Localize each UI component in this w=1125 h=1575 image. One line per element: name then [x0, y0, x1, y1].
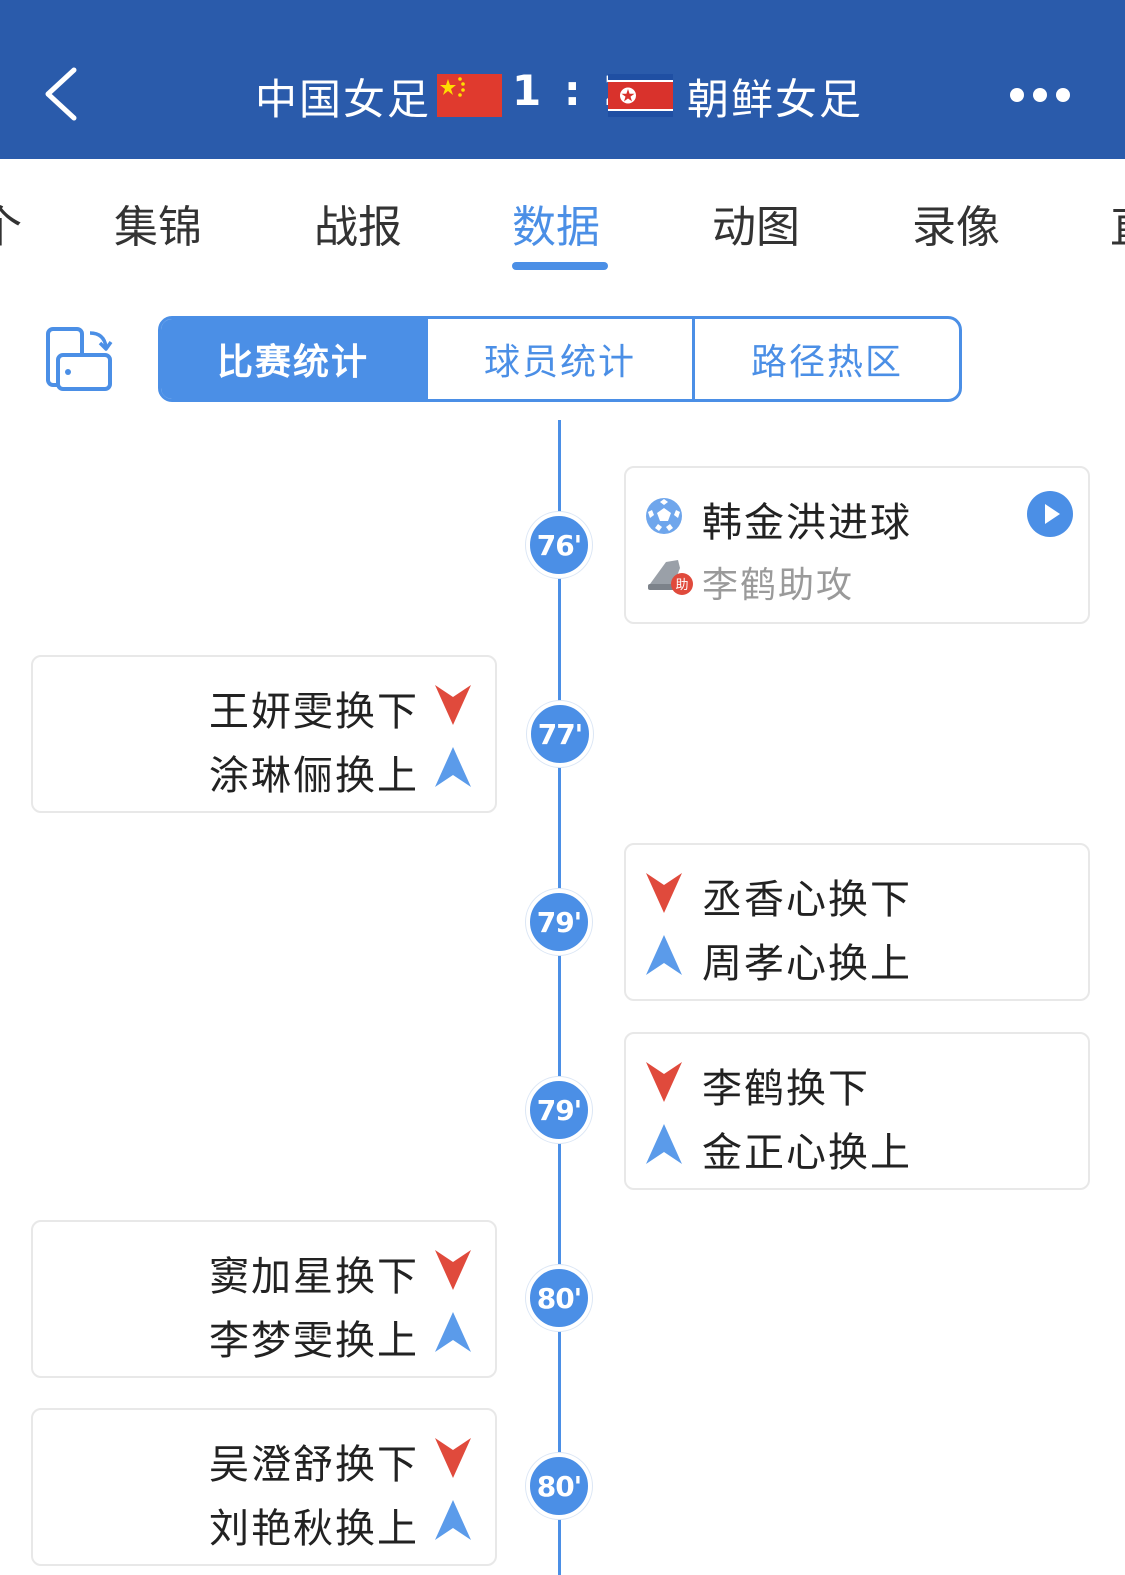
sub-in-text: 涂琳俪换上: [209, 753, 419, 799]
home-team-name: 中国女足: [255, 75, 432, 124]
match-header: 中国女足 1 : 2 朝鲜女足: [0, 0, 1125, 159]
sub-out-text: 王妍雯换下: [209, 689, 419, 735]
sub-out-arrow-icon: [435, 685, 471, 725]
tab-data[interactable]: 数据: [512, 202, 600, 253]
timeline-axis: [558, 420, 561, 1575]
tab-report[interactable]: 战报: [314, 202, 402, 253]
assist-badge-text: 助: [675, 578, 688, 593]
event-card-substitution[interactable]: 丞香心换下 周孝心换上: [624, 843, 1090, 1001]
china-flag-icon: [437, 74, 502, 117]
segment-heatmap[interactable]: 路径热区: [750, 342, 903, 383]
sub-in-text: 金正心换上: [702, 1130, 912, 1176]
goal-scorer-text: 韩金洪进球: [702, 500, 912, 546]
content-tabs: 个 集锦 战报 数据 动图 录像 直: [0, 159, 1125, 279]
sub-out-arrow-icon: [435, 1250, 471, 1290]
event-card-substitution[interactable]: 李鹤换下 金正心换上: [624, 1032, 1090, 1190]
event-card-substitution[interactable]: 王妍雯换下 涂琳俪换上: [31, 655, 497, 813]
sub-in-text: 周孝心换上: [702, 941, 912, 987]
event-minute: 76': [526, 512, 592, 578]
sub-out-text: 李鹤换下: [702, 1066, 870, 1112]
sub-out-text: 窦加星换下: [209, 1254, 419, 1300]
active-tab-indicator: [512, 262, 608, 270]
event-minute: 79': [526, 1077, 592, 1143]
event-minute: 77': [527, 701, 593, 767]
chevron-left-icon[interactable]: [38, 64, 88, 124]
stats-segment-control: 比赛统计 球员统计 路径热区: [158, 316, 962, 402]
assist-text: 李鹤助攻: [702, 565, 855, 606]
event-minute: 80': [526, 1453, 592, 1519]
assist-boot-icon: 助: [648, 560, 693, 595]
tab-partial-right[interactable]: 直: [1110, 191, 1125, 255]
segment-player-stats[interactable]: 球员统计: [428, 319, 695, 399]
sub-in-arrow-icon: [646, 1124, 682, 1164]
sub-out-text: 吴澄舒换下: [209, 1442, 419, 1488]
tab-partial-left[interactable]: 个: [0, 191, 22, 255]
sub-in-arrow-icon: [646, 935, 682, 975]
event-card-substitution[interactable]: 窦加星换下 李梦雯换上: [31, 1220, 497, 1378]
segment-match-stats[interactable]: 比赛统计: [161, 319, 428, 399]
soccer-ball-icon: [646, 498, 682, 534]
sub-in-arrow-icon: [435, 1500, 471, 1540]
away-team-name: 朝鲜女足: [687, 75, 864, 124]
sub-out-arrow-icon: [646, 1062, 682, 1102]
sub-in-text: 刘艳秋换上: [209, 1506, 419, 1552]
rotate-screen-icon[interactable]: [44, 325, 114, 393]
sub-out-text: 丞香心换下: [702, 877, 912, 923]
sub-out-arrow-icon: [646, 873, 682, 913]
event-minute: 80': [526, 1265, 592, 1331]
play-video-icon[interactable]: [1026, 490, 1074, 538]
more-dots-icon[interactable]: [1000, 80, 1080, 110]
tab-highlights[interactable]: 集锦: [114, 202, 202, 253]
event-minute: 79': [526, 889, 592, 955]
tab-replay[interactable]: 录像: [912, 202, 1000, 253]
sub-in-arrow-icon: [435, 747, 471, 787]
event-card-substitution[interactable]: 吴澄舒换下 刘艳秋换上: [31, 1408, 497, 1566]
sub-in-text: 李梦雯换上: [209, 1318, 419, 1364]
north-korea-flag-icon: [608, 74, 673, 117]
event-card-goal[interactable]: 韩金洪进球 助 李鹤助攻: [624, 466, 1090, 624]
sub-out-arrow-icon: [435, 1438, 471, 1478]
tab-gifs[interactable]: 动图: [712, 202, 800, 253]
sub-in-arrow-icon: [435, 1312, 471, 1352]
